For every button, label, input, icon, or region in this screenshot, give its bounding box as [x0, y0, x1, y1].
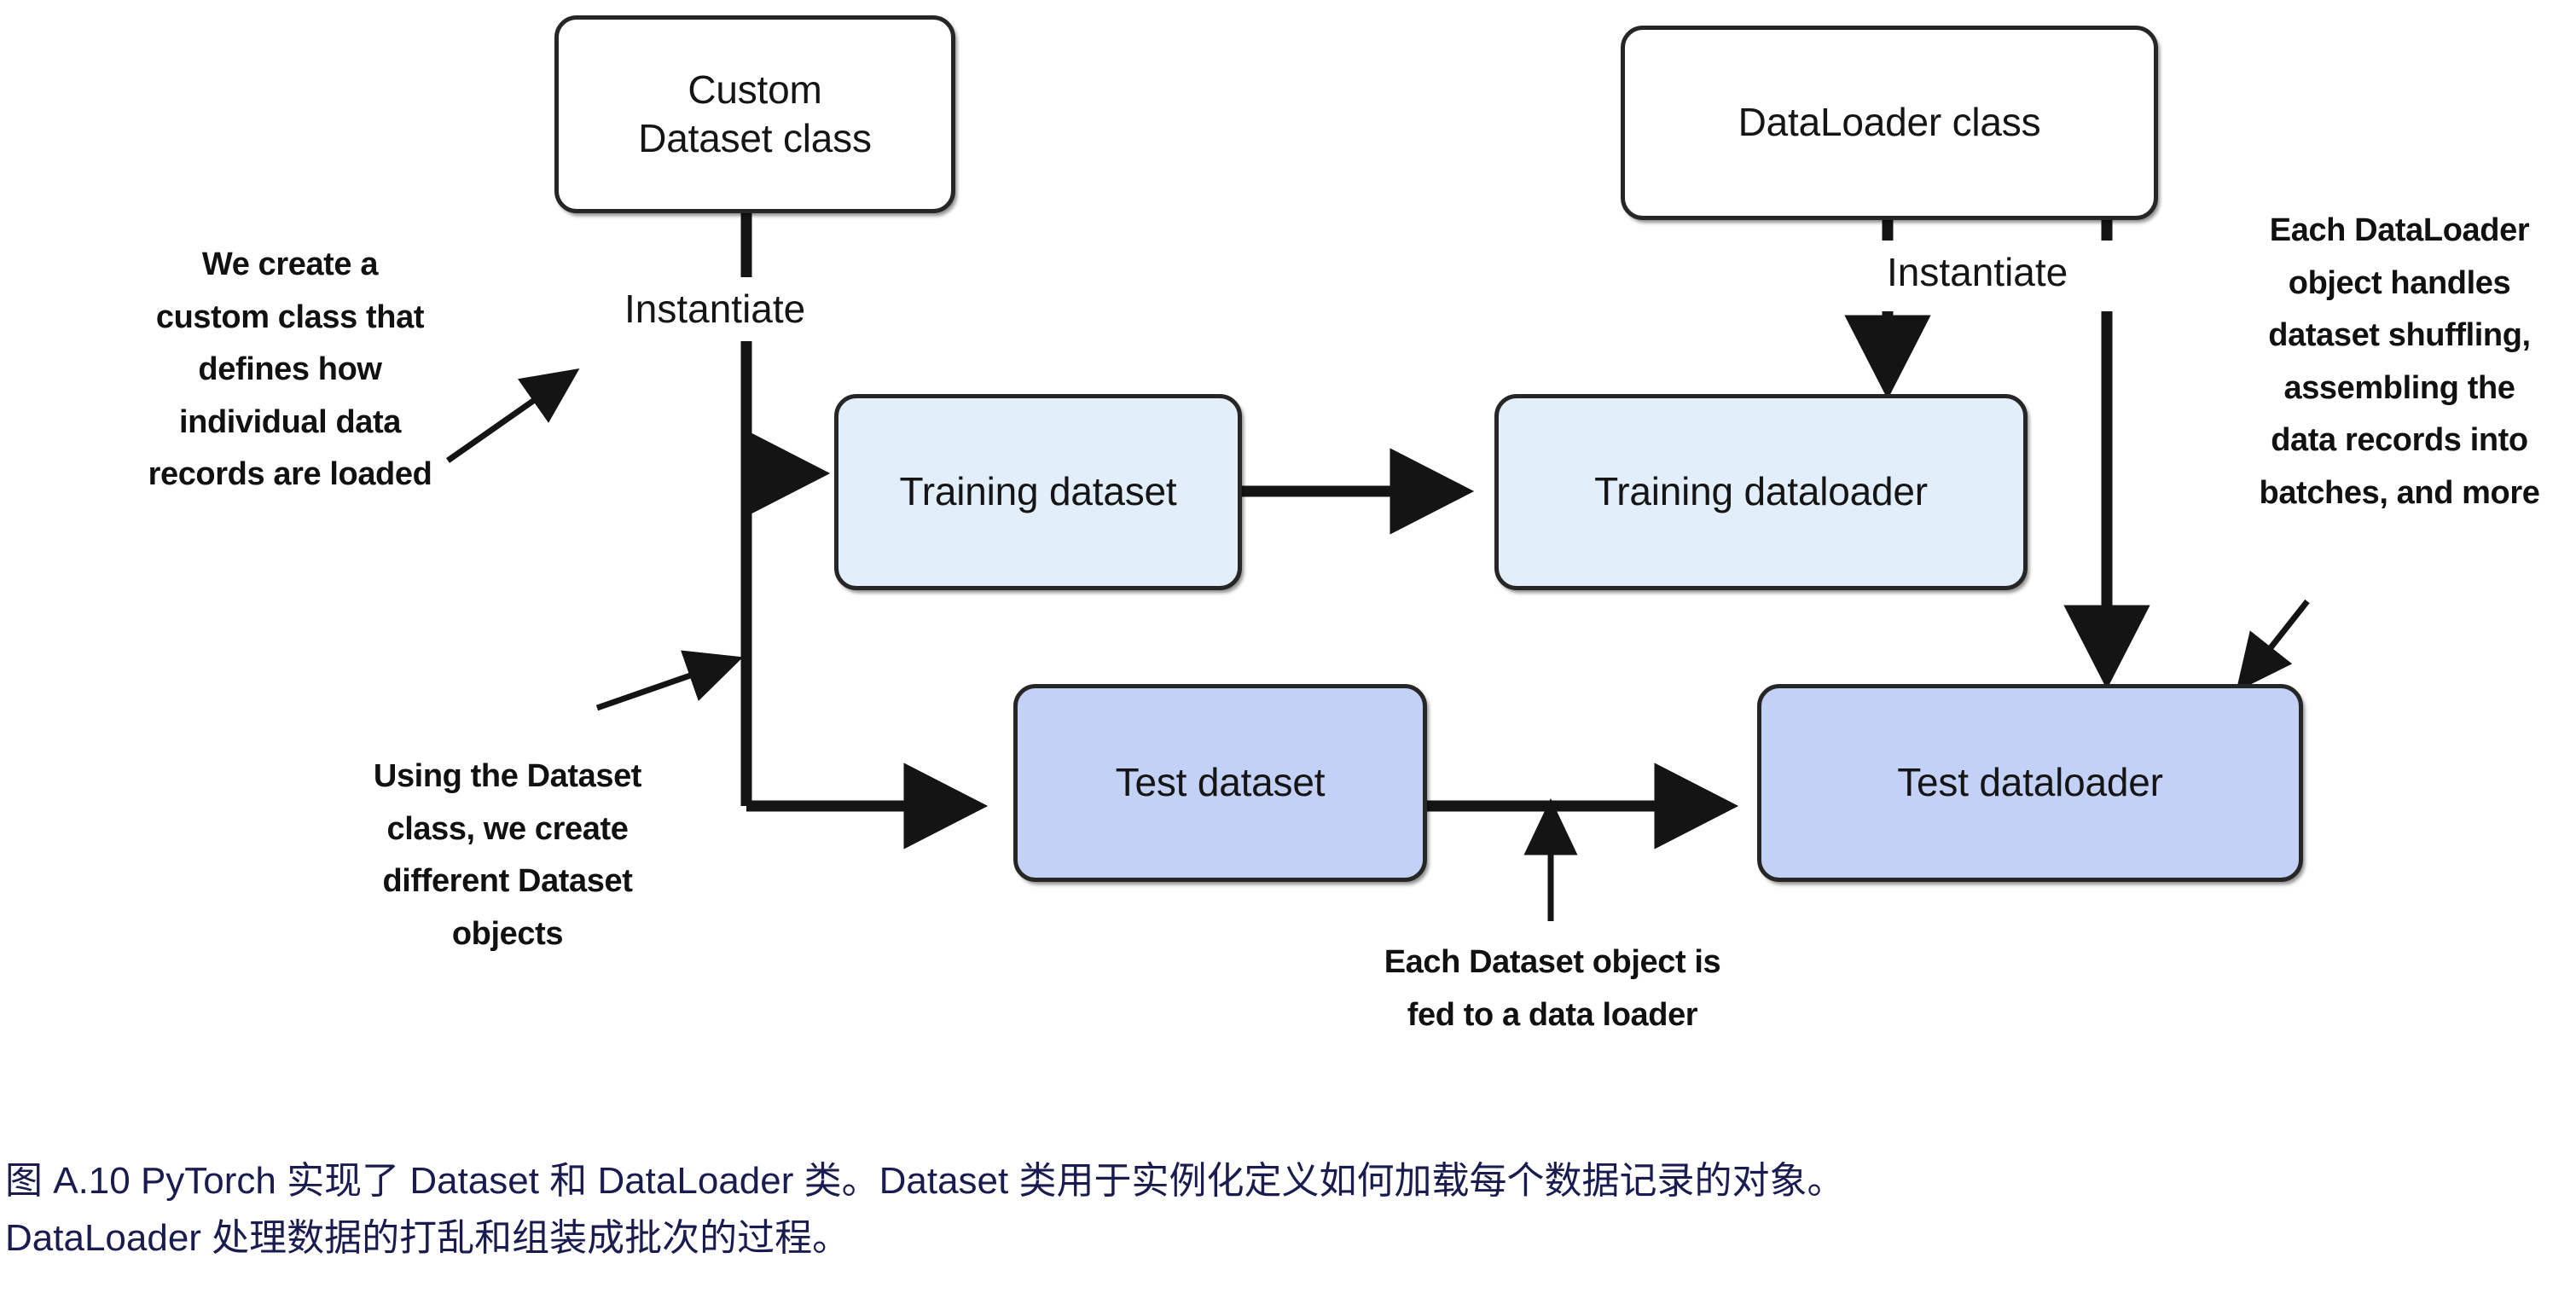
annotation-using-dataset-class: Using the Dataset class, we create diffe… — [373, 758, 642, 952]
dataloader-class-line2: class — [1952, 100, 2041, 145]
instantiate-label-left: Instantiate — [624, 287, 806, 331]
annotation-each-dataloader: Each DataLoader object handles dataset s… — [2259, 212, 2540, 511]
test-dataset-label: Test dataset — [1115, 760, 1326, 805]
leader-each-dataloader — [2236, 599, 2310, 692]
figure-caption: 图 A.10 PyTorch 实现了 Dataset 和 DataLoader … — [5, 1160, 1845, 1259]
training-dataset-box[interactable]: Training dataset — [834, 394, 1242, 590]
annotation-create-custom-class: We create a custom class that defines ho… — [148, 246, 432, 493]
test-dataloader-box[interactable]: Test dataloader — [1757, 684, 2303, 882]
test-dataloader-label: Test dataloader — [1897, 760, 2163, 805]
custom-dataset-class-line1: Custom — [688, 67, 822, 112]
dataloader-class-line1: DataLoader — [1738, 100, 1942, 145]
instantiate-label-right: Instantiate — [1887, 250, 2068, 294]
training-dataloader-box[interactable]: Training dataloader — [1494, 394, 2028, 590]
training-dataloader-label: Training dataloader — [1594, 469, 1928, 514]
test-dataset-box[interactable]: Test dataset — [1013, 684, 1427, 882]
dataloader-class-label: DataLoader class — [1738, 98, 2041, 148]
leader-create-custom-class — [445, 368, 580, 463]
training-dataset-label: Training dataset — [899, 469, 1177, 514]
dataloader-class-box[interactable]: DataLoader class — [1621, 26, 2158, 220]
annotation-each-dataset-fed: Each Dataset object is fed to a data loa… — [1384, 944, 1721, 1033]
custom-dataset-class-line2: Dataset class — [638, 116, 872, 160]
leader-using-dataset-class — [595, 650, 744, 711]
